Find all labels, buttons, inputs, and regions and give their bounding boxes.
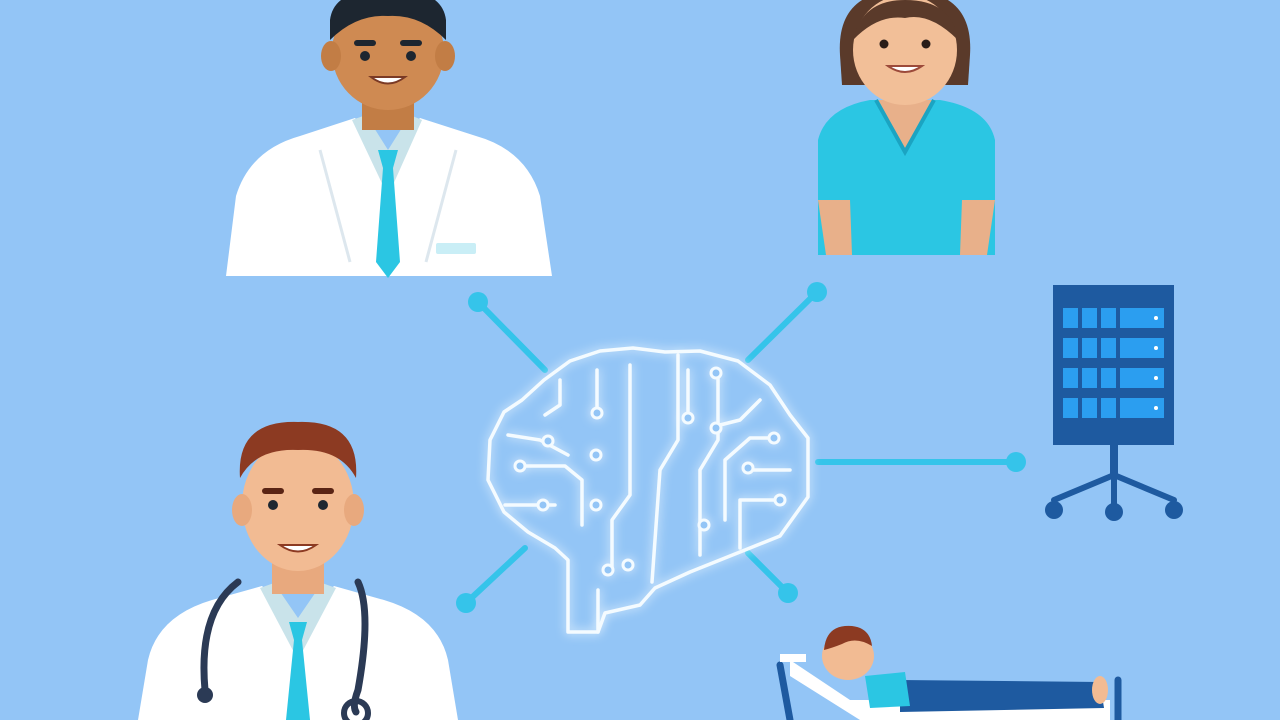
nurse-scrubs xyxy=(818,100,995,255)
tie xyxy=(286,622,310,720)
nurse-figure xyxy=(818,0,995,255)
connector-doctor-2 xyxy=(463,545,528,606)
connector-lines xyxy=(456,282,1026,613)
doctor-labcoat-figure xyxy=(226,0,552,278)
connector-nurse xyxy=(745,289,820,363)
tie xyxy=(376,150,400,278)
medical-data-cabinet xyxy=(1045,285,1183,521)
doctor-stethoscope-figure xyxy=(138,421,458,720)
connector-doctor xyxy=(475,299,548,373)
brain-circuit-icon xyxy=(486,346,810,634)
patient-on-bed-figure xyxy=(776,625,1122,720)
stethoscope xyxy=(200,578,369,716)
coat-pocket xyxy=(436,243,476,254)
